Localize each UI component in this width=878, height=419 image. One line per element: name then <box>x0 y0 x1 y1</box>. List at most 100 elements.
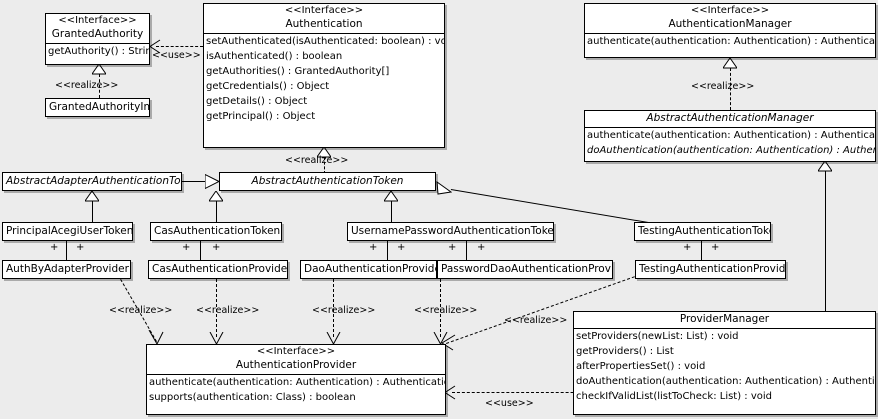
operation-row: isAuthenticated() : boolean <box>206 50 343 62</box>
relationship-label-realize-abstractauthmanager: <<realize>> <box>691 81 755 92</box>
class-name-label: ProviderManager <box>679 313 770 325</box>
generalization-arrowhead-authentication-manager <box>723 58 737 69</box>
use-line-authentication-granted-authority <box>156 46 203 47</box>
realize-line-dao-provider <box>333 279 334 337</box>
relationship-label-realize-providermanager: <<realize>> <box>504 315 568 326</box>
class-name-label: AuthenticationProvider <box>235 358 357 371</box>
class-header-authentication-manager: <<Interface>> AuthenticationManager <box>585 4 875 34</box>
association-line-testing <box>701 241 702 260</box>
generalization-arrowhead-abstract-authentication-token-right <box>436 180 452 195</box>
class-name-label: AbstractAuthenticationManager <box>646 112 814 124</box>
realize-line-granted-authority-impl <box>99 74 100 98</box>
association-marker: + <box>76 242 85 253</box>
stereotype-label: <<Interface>> <box>58 15 137 26</box>
operation-row: authenticate(authentication: Authenticat… <box>587 35 876 47</box>
stereotype-label: <<Interface>> <box>284 5 364 16</box>
class-box-testing-authentication-token[interactable]: TestingAuthenticationToken <box>634 222 771 241</box>
class-box-principal-acegi-user-token[interactable]: PrincipalAcegiUserToken <box>2 222 133 241</box>
class-operations-authentication: setAuthenticated(isAuthenticated: boolea… <box>204 34 444 124</box>
open-arrowhead-testing-provider <box>441 334 456 351</box>
class-name-label: UsernamePasswordAuthenticationToken <box>351 225 554 237</box>
association-marker: + <box>369 242 378 253</box>
class-box-abstract-authentication-manager[interactable]: AbstractAuthenticationManager authentica… <box>584 110 876 162</box>
class-header-granted-authority: <<Interface>> GrantedAuthority <box>46 14 149 44</box>
relationship-label-use-providermanager: <<use>> <box>485 398 534 409</box>
class-header-authentication: <<Interface>> Authentication <box>204 4 444 34</box>
class-header-principal-acegi-user-token: PrincipalAcegiUserToken <box>3 223 132 240</box>
class-box-cas-authentication-provider[interactable]: CasAuthenticationProvider <box>148 260 288 279</box>
association-line-cas <box>200 241 201 260</box>
class-header-abstract-authentication-manager: AbstractAuthenticationManager <box>585 111 875 129</box>
class-box-testing-authentication-provider[interactable]: TestingAuthenticationProvider <box>635 260 786 279</box>
association-marker: + <box>397 242 406 253</box>
association-line-authbyadapter <box>66 241 67 260</box>
class-box-provider-manager[interactable]: ProviderManager setProviders(newList: Li… <box>573 311 876 415</box>
class-box-abstract-adapter-authentication-token[interactable]: AbstractAdapterAuthenticationToken <box>2 172 182 191</box>
relationship-label-realize-dao: <<realize>> <box>312 305 376 316</box>
operation-row: authenticate(authentication: Authenticat… <box>149 376 446 388</box>
realize-line-abstract-authentication-token <box>324 157 325 174</box>
class-box-authentication[interactable]: <<Interface>> Authentication setAuthenti… <box>203 3 445 148</box>
class-name-label: TestingAuthenticationToken <box>638 225 771 237</box>
class-operations-authentication-provider: authenticate(authentication: Authenticat… <box>147 375 445 405</box>
class-box-granted-authority[interactable]: <<Interface>> GrantedAuthority getAuthor… <box>45 13 150 65</box>
class-name-label: DaoAuthenticationProvider <box>304 263 437 275</box>
generalization-arrowhead-adapter-token <box>85 191 99 202</box>
association-line-passworddao <box>466 241 467 260</box>
operation-row: setAuthenticated(isAuthenticated: boolea… <box>206 35 445 47</box>
class-operations-granted-authority: getAuthority() : String <box>46 44 149 59</box>
stereotype-label: <<Interface>> <box>690 5 770 16</box>
open-arrowhead-granted-authority <box>149 39 161 54</box>
relationship-label-realize-authbyadapter: <<realize>> <box>109 305 173 316</box>
relationship-label-realize-cas: <<realize>> <box>196 305 260 316</box>
class-operations-authentication-manager: authenticate(authentication: Authenticat… <box>585 34 875 49</box>
class-box-authentication-provider[interactable]: <<Interface>> AuthenticationProvider aut… <box>146 344 446 415</box>
association-marker: + <box>477 242 486 253</box>
class-header-testing-authentication-provider: TestingAuthenticationProvider <box>636 261 785 278</box>
operation-row: getProviders() : List <box>576 346 674 358</box>
operation-row: getDetails() : Object <box>206 95 308 107</box>
generalization-arrowhead-abstract-token-username <box>384 191 398 202</box>
generalization-line-principal-acegi-user-token <box>92 201 93 222</box>
association-marker: + <box>711 242 720 253</box>
relationship-label-use-authentication: <<use>> <box>152 50 201 61</box>
generalization-line-cas-authentication-token <box>216 201 217 222</box>
operation-row: doAuthentication(authentication: Authent… <box>576 376 876 388</box>
class-name-label: CasAuthenticationProvider <box>152 263 288 275</box>
class-box-password-dao-authentication-provider[interactable]: PasswordDaoAuthenticationProvider <box>437 260 613 279</box>
class-box-auth-by-adapter-provider[interactable]: AuthByAdapterProvider <box>2 260 131 279</box>
class-box-dao-authentication-provider[interactable]: DaoAuthenticationProvider <box>300 260 437 279</box>
association-marker: + <box>448 242 457 253</box>
class-header-password-dao-authentication-provider: PasswordDaoAuthenticationProvider <box>438 261 612 278</box>
class-header-username-password-authentication-token: UsernamePasswordAuthenticationToken <box>348 223 553 240</box>
class-header-cas-authentication-provider: CasAuthenticationProvider <box>149 261 287 278</box>
class-box-granted-authority-impl[interactable]: GrantedAuthorityImpl <box>45 98 150 117</box>
realize-line-abstract-authentication-manager <box>730 68 731 110</box>
generalization-arrowhead-abstract-authentication-token-left <box>205 174 220 189</box>
class-header-abstract-adapter-authentication-token: AbstractAdapterAuthenticationToken <box>3 173 181 190</box>
operation-row: getAuthorities() : GrantedAuthority[] <box>206 65 390 77</box>
association-marker: + <box>212 242 221 253</box>
generalization-line-adapter-token <box>182 181 206 182</box>
class-box-username-password-authentication-token[interactable]: UsernamePasswordAuthenticationToken <box>347 222 554 241</box>
class-box-abstract-authentication-token[interactable]: AbstractAuthenticationToken <box>219 172 436 191</box>
class-box-authentication-manager[interactable]: <<Interface>> AuthenticationManager auth… <box>584 3 876 58</box>
class-name-label: PasswordDaoAuthenticationProvider <box>441 263 613 275</box>
generalization-arrowhead-authentication <box>317 147 331 158</box>
use-line-provider-manager <box>452 392 618 393</box>
class-header-cas-authentication-token: CasAuthenticationToken <box>151 223 281 240</box>
operation-row: getCredentials() : Object <box>206 80 330 92</box>
class-header-auth-by-adapter-provider: AuthByAdapterProvider <box>3 261 130 278</box>
operation-row: supports(authentication: Class) : boolea… <box>149 391 356 403</box>
class-name-label: PrincipalAcegiUserToken <box>6 225 133 237</box>
relationship-label-realize-passworddao: <<realize>> <box>414 305 478 316</box>
class-header-abstract-authentication-token: AbstractAuthenticationToken <box>220 173 435 190</box>
operation-row: getAuthority() : String <box>48 45 150 57</box>
class-name-label: AuthByAdapterProvider <box>6 263 129 275</box>
association-marker: + <box>50 242 59 253</box>
class-header-granted-authority-impl: GrantedAuthorityImpl <box>46 99 149 116</box>
generalization-arrowhead-abstract-token-cas <box>209 191 223 202</box>
class-box-cas-authentication-token[interactable]: CasAuthenticationToken <box>150 222 282 241</box>
class-name-label: GrantedAuthorityImpl <box>49 101 149 113</box>
